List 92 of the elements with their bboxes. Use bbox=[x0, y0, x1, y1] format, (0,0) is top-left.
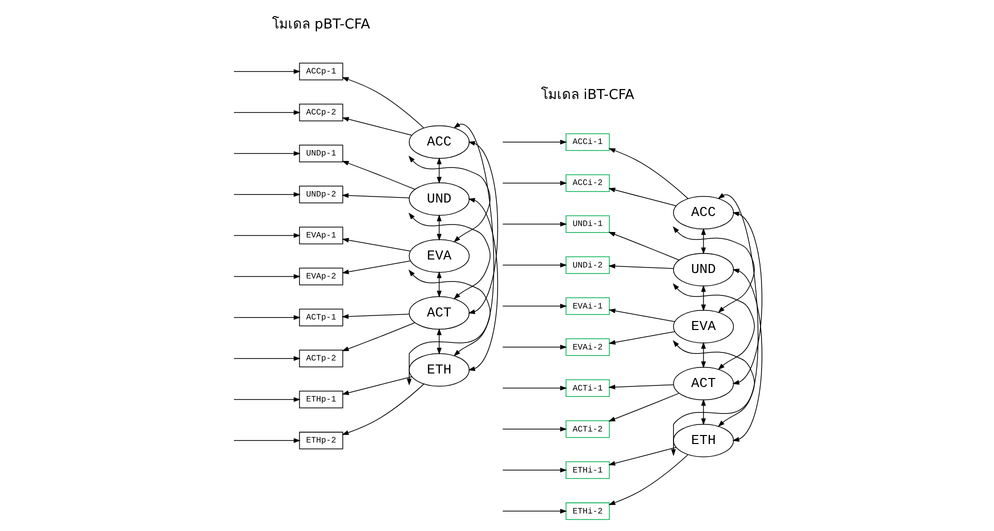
arrow bbox=[341, 160, 415, 190]
arrow bbox=[502, 262, 567, 268]
node-box: UNDi-1 bbox=[565, 215, 610, 233]
arrow bbox=[341, 116, 412, 136]
node-ellipse: ACT bbox=[672, 366, 734, 400]
node-box: ACCp-1 bbox=[298, 62, 343, 80]
arrow bbox=[341, 260, 410, 274]
arrow bbox=[436, 271, 442, 298]
arrow bbox=[502, 180, 567, 186]
arrow bbox=[608, 264, 674, 269]
arrow bbox=[341, 314, 409, 319]
arrow bbox=[468, 140, 498, 314]
node-ellipse: ETH bbox=[672, 424, 734, 458]
arrow bbox=[502, 386, 567, 391]
node-ellipse: ACT bbox=[408, 296, 470, 330]
arrow bbox=[732, 212, 762, 385]
arrow bbox=[233, 110, 300, 115]
arrow bbox=[700, 342, 706, 368]
node-ellipse: ACC bbox=[408, 125, 470, 159]
node-box: ETHp-2 bbox=[298, 432, 343, 450]
arrow bbox=[436, 214, 442, 241]
node-box: ACCp-2 bbox=[298, 104, 343, 122]
arrow bbox=[341, 77, 424, 128]
node-ellipse: UND bbox=[408, 182, 470, 216]
arrow bbox=[700, 284, 706, 312]
node-box: ACTi-1 bbox=[565, 379, 610, 397]
node-box: UNDp-2 bbox=[298, 186, 343, 204]
arrow bbox=[672, 226, 754, 313]
node-box: UNDi-2 bbox=[565, 256, 610, 274]
node-ellipse: ETH bbox=[408, 353, 470, 387]
node-ellipse: UND bbox=[672, 252, 734, 286]
arrow bbox=[502, 468, 567, 473]
node-box: ETHi-2 bbox=[565, 502, 610, 520]
arrow bbox=[233, 356, 300, 361]
node-box: EVAi-2 bbox=[565, 338, 610, 356]
arrow bbox=[341, 238, 410, 252]
node-box: ACTp-1 bbox=[298, 308, 343, 326]
arrow bbox=[732, 268, 762, 442]
node-box: ACCi-2 bbox=[565, 174, 610, 192]
arrow bbox=[436, 328, 442, 355]
node-box: ACTi-2 bbox=[565, 420, 610, 438]
node-box: EVAp-2 bbox=[298, 268, 343, 286]
arrow bbox=[608, 454, 688, 505]
arrow bbox=[670, 193, 758, 456]
arrow bbox=[700, 398, 706, 426]
arrow bbox=[341, 193, 409, 198]
arrow bbox=[502, 222, 567, 227]
arrow bbox=[700, 228, 706, 254]
node-box: EVAp-1 bbox=[298, 226, 343, 244]
arrow bbox=[608, 331, 675, 345]
arrow bbox=[408, 270, 490, 356]
label: โมเดล iBT-CFA bbox=[540, 87, 634, 104]
arrow bbox=[408, 212, 490, 300]
arrow bbox=[233, 69, 300, 74]
node-box: ETHi-1 bbox=[565, 461, 610, 479]
arrow bbox=[406, 122, 494, 386]
arrow bbox=[233, 274, 300, 279]
arrow bbox=[233, 315, 300, 320]
arrow bbox=[608, 188, 676, 206]
label: โมเดล pBT-CFA bbox=[272, 16, 370, 32]
node-box: UNDp-1 bbox=[298, 144, 343, 162]
arrow bbox=[608, 148, 688, 199]
arrow bbox=[408, 156, 490, 242]
arrow bbox=[233, 151, 300, 156]
node-box: EVAi-1 bbox=[565, 297, 610, 315]
arrow bbox=[608, 308, 675, 322]
arrow bbox=[608, 447, 676, 466]
arrow bbox=[608, 232, 679, 260]
arrow bbox=[233, 438, 300, 443]
node-ellipse: ACC bbox=[672, 196, 734, 230]
node-ellipse: EVA bbox=[408, 239, 470, 273]
arrow bbox=[502, 344, 567, 350]
arrow bbox=[341, 384, 424, 435]
arrow bbox=[341, 376, 412, 396]
arrow bbox=[233, 397, 300, 402]
arrow bbox=[233, 233, 300, 238]
arrow bbox=[436, 157, 442, 184]
arrow bbox=[608, 384, 674, 390]
arrow bbox=[502, 508, 567, 514]
arrow bbox=[608, 392, 679, 422]
arrow bbox=[672, 340, 754, 427]
arrow bbox=[672, 283, 754, 370]
node-ellipse: EVA bbox=[672, 310, 734, 344]
arrow bbox=[502, 140, 567, 144]
arrow bbox=[468, 198, 498, 371]
arrow bbox=[233, 192, 300, 197]
node-box: ETHp-1 bbox=[298, 390, 343, 408]
node-box: ACCi-1 bbox=[565, 133, 610, 151]
arrow bbox=[341, 322, 415, 352]
arrow bbox=[502, 426, 567, 432]
node-box: ACTp-2 bbox=[298, 350, 343, 368]
arrow bbox=[502, 304, 567, 309]
